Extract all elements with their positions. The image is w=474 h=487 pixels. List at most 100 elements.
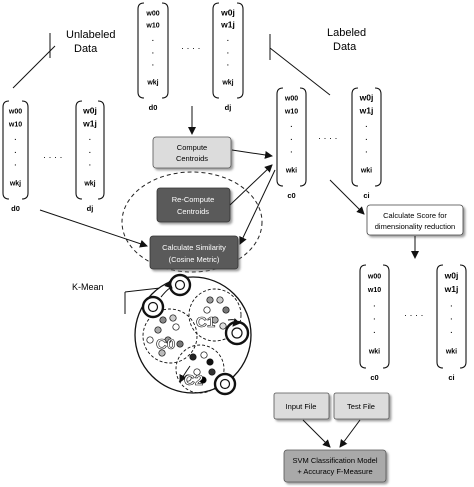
vector-caption: c0 — [370, 373, 378, 382]
vector-entry: w0j — [220, 7, 235, 17]
vector-entry: · — [89, 163, 91, 170]
vector-entry: · — [373, 317, 375, 324]
cluster-illustration: C0 C1 C2 — [134, 273, 252, 396]
centroid-move-arrow — [179, 365, 191, 383]
vector-entry: · — [373, 330, 375, 337]
vector-entry: wkj — [83, 180, 95, 187]
arrow-input-to-svm — [302, 419, 331, 448]
vector-entry: wki — [445, 349, 457, 356]
cluster-c1-region — [188, 288, 242, 342]
vector-entry: w10 — [8, 121, 22, 128]
arrow-compute-to-labeled — [231, 149, 273, 159]
cluster-point — [203, 306, 211, 314]
svm-classification-line1: SVM Classification Model — [292, 456, 377, 465]
centroid-ring-inner — [174, 279, 186, 291]
cluster-label-c1: C1 — [196, 314, 215, 331]
cluster-point — [154, 326, 162, 334]
vector-entry: wkj — [221, 80, 233, 87]
vector-caption: dj — [87, 204, 94, 213]
cluster-point — [172, 323, 180, 331]
compute-centroids-line1: Compute — [177, 143, 207, 152]
cluster-point — [146, 336, 154, 344]
input-file-label: Input File — [286, 402, 317, 411]
vector-entry: w10 — [284, 108, 298, 115]
vector-entry: · — [290, 124, 292, 131]
kmean-label-group: K-Mean — [72, 282, 161, 314]
kmean-iteration-loop — [121, 171, 263, 273]
vector-entry: · — [152, 50, 154, 57]
cluster-point — [222, 306, 230, 314]
vector-left-bracket — [75, 100, 83, 200]
arrow-recompute-to-labeled — [229, 164, 273, 206]
vector-entry: · — [450, 330, 452, 337]
arrow-labeled-to-similarity — [239, 169, 276, 245]
ellipsis-unlabeled: · · · · — [43, 152, 63, 162]
vector-entry: w00 — [8, 109, 22, 116]
vector-entry: · — [290, 137, 292, 144]
cluster-point — [169, 314, 177, 322]
cluster-point — [219, 322, 227, 330]
vector-entry: w1j — [82, 118, 97, 128]
vector-caption: d0 — [149, 103, 158, 112]
unlabeled-label-line2: Data — [74, 43, 98, 55]
vector-entry: · — [152, 63, 154, 70]
vector-entry: · — [14, 137, 16, 144]
vector-entry: · — [227, 50, 229, 57]
cluster-point — [164, 336, 172, 344]
compute-centroids-line2: Centroids — [176, 154, 208, 163]
cluster-c0-region — [142, 308, 198, 364]
labeled-label-line2: Data — [333, 41, 357, 53]
cluster-point — [189, 353, 197, 361]
cluster-point — [208, 368, 216, 376]
cluster-point — [184, 374, 192, 382]
vector-caption: c0 — [287, 191, 295, 200]
cluster-point — [206, 296, 214, 304]
vector-entry: · — [89, 137, 91, 144]
vector-entry: wkj — [9, 180, 21, 187]
vector-entry: · — [450, 303, 452, 310]
calculate-similarity-line1: Calculate Similarity — [162, 243, 226, 252]
ellipsis-top: · · · · — [181, 43, 201, 53]
vector-right-bracket — [459, 264, 467, 369]
vector-entry: wki — [368, 349, 380, 356]
cluster-point — [211, 316, 219, 324]
vector-caption: d0 — [11, 204, 20, 213]
recompute-centroids-box: Re-Compute Centroids — [156, 187, 231, 223]
arrows — [39, 106, 419, 448]
unlabeled-data-label-group: Unlabeled Data — [12, 29, 116, 89]
cluster-points — [146, 296, 230, 384]
compute-centroids-box: Compute Centroids — [152, 136, 232, 169]
cluster-c2-region — [175, 344, 225, 394]
vector-left-bracket — [2, 100, 10, 200]
centroid-move-arrow — [227, 318, 241, 327]
vector-entry: w0j — [444, 270, 459, 280]
calculate-score-line1: Calculate Score for — [383, 211, 447, 220]
vector-left-bracket — [137, 2, 145, 99]
vector-entry: w0j — [359, 93, 374, 103]
vector-right-bracket — [299, 87, 307, 187]
centroid-ring-inner — [231, 327, 243, 339]
vector-entry: wkj — [146, 80, 158, 87]
cluster-label-c0: C0 — [156, 336, 175, 353]
calculate-score-line2: dimensionality reduction — [375, 222, 455, 231]
vector-entry: w1j — [359, 105, 374, 115]
cluster-point — [176, 340, 184, 348]
vector-entry: · — [290, 150, 292, 157]
vector-entry: · — [365, 150, 367, 157]
vector-entry: w00 — [145, 10, 159, 17]
centroid-ring — [141, 295, 165, 319]
vector-entry: w10 — [367, 287, 381, 294]
cluster-label-c2: C2 — [184, 372, 203, 389]
vector-entry: · — [14, 150, 16, 157]
test-file-box: Test File — [333, 392, 390, 420]
centroid-ring-inner — [147, 301, 159, 313]
calculate-similarity-line2: (Cosine Metric) — [169, 255, 220, 264]
arrow-unlabeled-to-similarity — [39, 209, 148, 248]
vector-entry: w00 — [367, 273, 381, 280]
cluster-point — [216, 296, 224, 304]
svm-classification-line2: + Accuracy F-Measure — [297, 467, 372, 476]
vector-entry: · — [227, 63, 229, 70]
cluster-point — [200, 351, 208, 359]
